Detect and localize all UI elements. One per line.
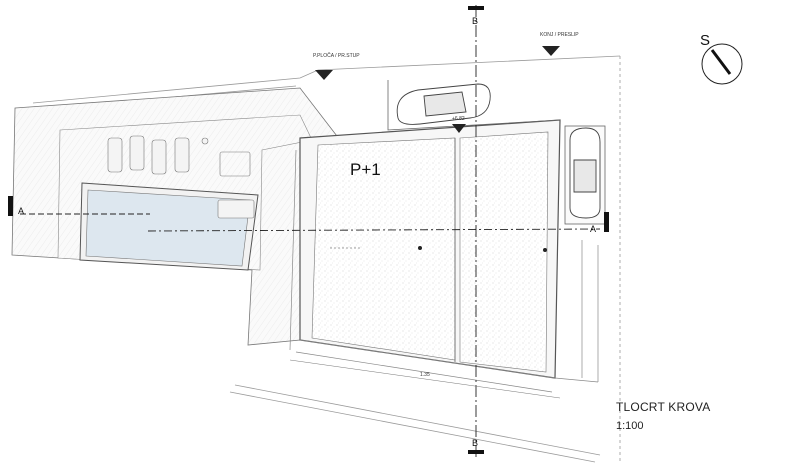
roof-slab (299, 119, 561, 379)
svg-text:1.35: 1.35 (420, 372, 430, 378)
drawing-scale: 1:100 (616, 420, 644, 432)
section-line-a (8, 196, 609, 232)
car-top (396, 83, 601, 219)
section-marker-a-right: A (590, 224, 596, 234)
drawing-title: TLOCRT KROVA (616, 400, 711, 414)
floor-label: P+1 (350, 160, 381, 179)
svg-text:+6.82: +6.82 (452, 116, 465, 122)
spot-elevations (330, 246, 547, 252)
dimension-line: 1.35 (289, 359, 561, 399)
level-tag-center: +6.82 (452, 116, 466, 133)
section-line-b (468, 5, 484, 460)
section-marker-a-left: A (18, 206, 24, 216)
section-marker-b-top: B (472, 16, 478, 26)
compass-north-letter: S (700, 32, 711, 49)
sun-loungers (107, 135, 255, 219)
level-tag-left: P.PLOČA / PR.STUP (313, 52, 360, 80)
roof-edges (289, 149, 599, 393)
section-marker-b-bottom: B (472, 438, 478, 448)
svg-text:KONJ / PRESLIP: KONJ / PRESLIP (540, 32, 579, 38)
level-tag-right: KONJ / PRESLIP (540, 32, 579, 56)
svg-text:P.PLOČA / PR.STUP: P.PLOČA / PR.STUP (313, 52, 360, 59)
pool (79, 182, 259, 271)
compass-icon (701, 43, 743, 85)
